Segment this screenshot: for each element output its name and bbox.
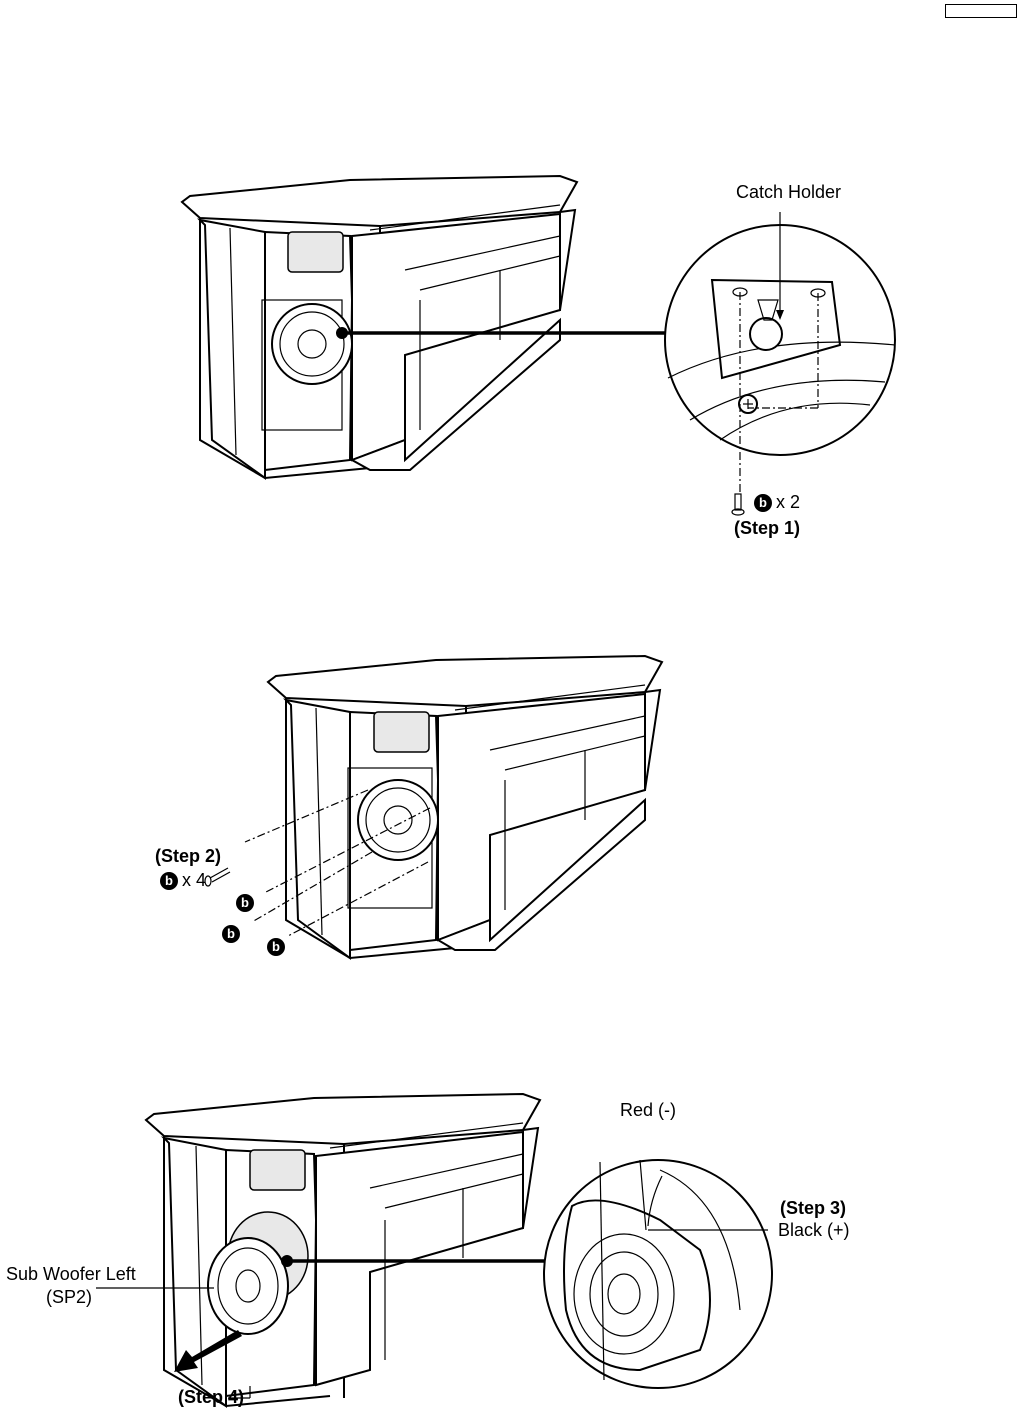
- catch-holder-label: Catch Holder: [736, 182, 842, 202]
- sub-woofer-left-label: Sub Woofer Left: [6, 1264, 136, 1284]
- screw-b-badge: b: [754, 494, 772, 513]
- screw-b-badge: b: [160, 872, 178, 891]
- step1-label: (Step 1): [734, 518, 801, 538]
- page-number-box: [945, 4, 1017, 18]
- figure-2-cabinet-drawing: [204, 654, 664, 960]
- screw-b-callout-2: b: [222, 925, 240, 943]
- screw-quantity-text: x 2: [776, 492, 801, 512]
- step4-label: (Step 4): [178, 1387, 245, 1407]
- screw-b-callout-1: b: [236, 894, 254, 912]
- screw-quantity-text: x 4: [182, 870, 207, 890]
- step3-label: (Step 3): [780, 1198, 847, 1218]
- red-wire-label: Red (-): [620, 1100, 677, 1120]
- sub-woofer-code-label: (SP2): [46, 1287, 93, 1307]
- screw-b-callout-3: b: [267, 938, 285, 956]
- step2-label: (Step 2): [155, 846, 222, 866]
- black-wire-label: Black (+): [778, 1220, 850, 1240]
- figure-3-cabinet-drawing: [96, 1092, 773, 1408]
- figure-1-cabinet-drawing: [180, 174, 896, 516]
